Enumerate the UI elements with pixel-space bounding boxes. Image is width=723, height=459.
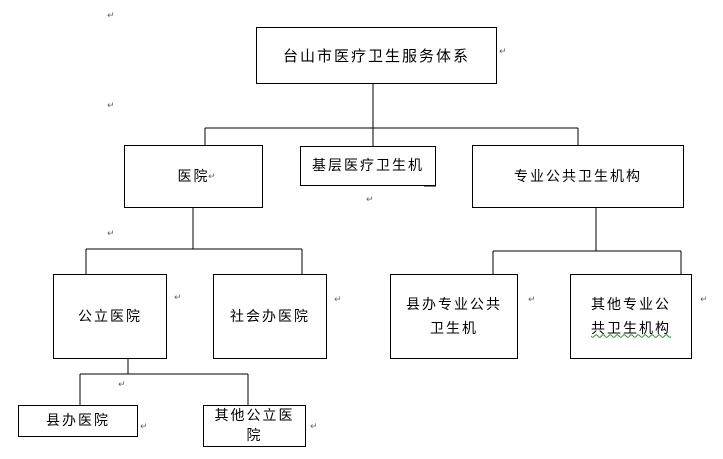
paragraph-mark: ↵ bbox=[208, 172, 216, 182]
node-hospitals: 医院 bbox=[124, 145, 263, 208]
paragraph-mark: ↵ bbox=[528, 295, 536, 305]
node-public-health: 专业公共卫生机构 bbox=[472, 145, 684, 208]
node-public-health-label: 专业公共卫生机构 bbox=[514, 168, 642, 185]
node-root-label: 台山市医疗卫生服务体系 bbox=[282, 46, 470, 65]
node-other-public-health-line2: 共卫生机构 bbox=[591, 320, 671, 337]
paragraph-mark: ↵ bbox=[499, 47, 507, 57]
node-county-hospitals-label: 县办医院 bbox=[46, 413, 110, 429]
node-county-hospitals: 县办医院 bbox=[18, 405, 138, 437]
node-hospitals-label: 医院 bbox=[177, 168, 210, 185]
paragraph-mark: ↵ bbox=[366, 195, 374, 205]
node-root: 台山市医疗卫生服务体系 bbox=[256, 27, 497, 84]
node-other-public-health: 其他专业公 共卫生机构 bbox=[570, 274, 692, 359]
paragraph-mark: ↵ bbox=[310, 422, 318, 432]
node-public-hospitals: 公立医院 bbox=[53, 274, 167, 359]
paragraph-mark: ↵ bbox=[107, 11, 115, 21]
node-public-hospitals-label: 公立医院 bbox=[78, 308, 142, 325]
paragraph-mark: ↵ bbox=[334, 295, 342, 305]
node-other-public-hospitals: 其他公立医院 bbox=[203, 405, 306, 447]
node-other-public-health-line1: 其他专业公 bbox=[591, 296, 671, 313]
paragraph-mark: ↵ bbox=[700, 295, 708, 305]
node-social-hospitals-label: 社会办医院 bbox=[230, 308, 310, 325]
paragraph-mark: ↵ bbox=[174, 293, 182, 303]
node-grassroots-label: 基层医疗卫生机 bbox=[312, 158, 424, 174]
paragraph-mark: ↵ bbox=[107, 229, 115, 239]
node-county-public-health-label: 县办专业公共卫生机 bbox=[406, 296, 502, 337]
node-other-public-hospitals-label: 其他公立医院 bbox=[214, 408, 295, 444]
paragraph-mark: ↵ bbox=[118, 380, 126, 390]
node-social-hospitals: 社会办医院 bbox=[213, 274, 327, 359]
paragraph-mark: ↵ bbox=[107, 101, 115, 111]
node-county-public-health: 县办专业公共卫生机 bbox=[390, 274, 518, 359]
node-grassroots: 基层医疗卫生机 bbox=[300, 146, 436, 186]
paragraph-mark: ↵ bbox=[140, 422, 148, 432]
